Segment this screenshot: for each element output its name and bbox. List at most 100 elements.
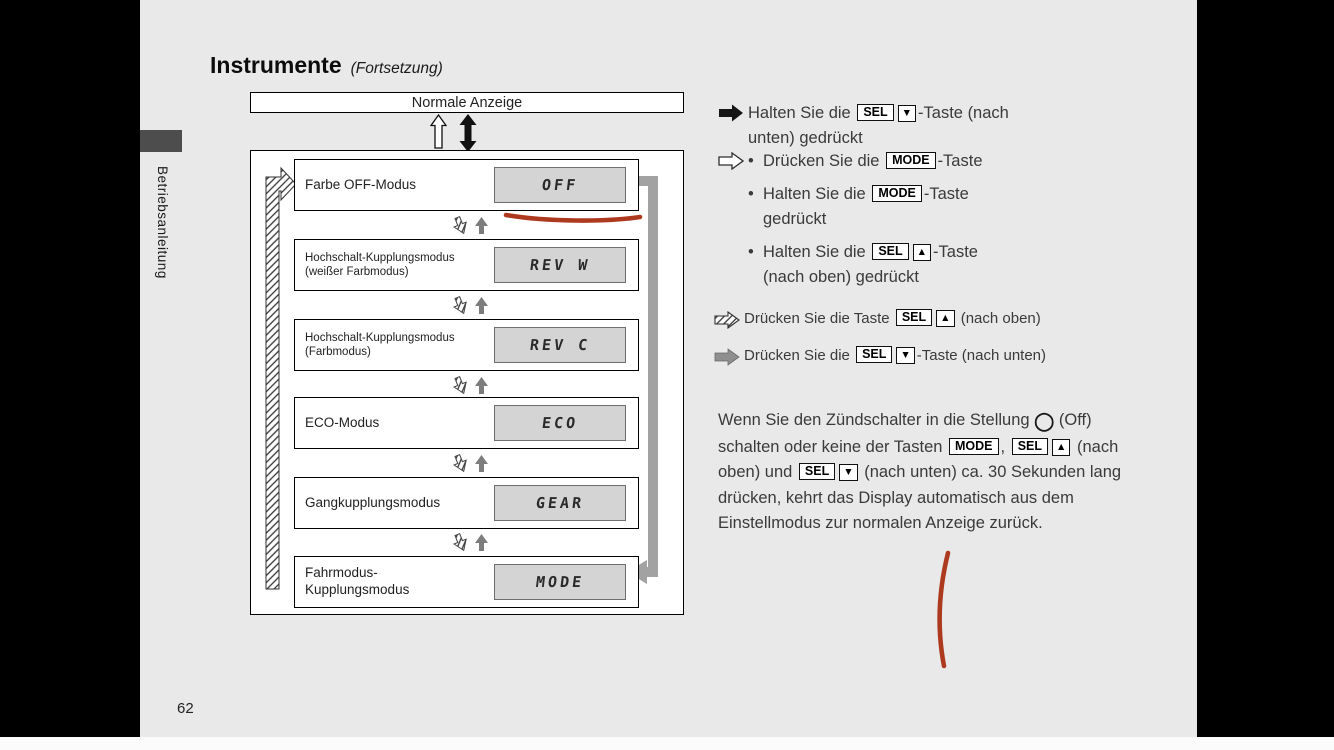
mode-display-text: GEAR xyxy=(534,494,586,512)
timeout-paragraph: Wenn Sie den Zündschalter in die Stellun… xyxy=(718,408,1156,537)
mode-button: MODE xyxy=(886,152,936,169)
legend-press-down: Drücken Sie die SEL▼-Taste (nach unten) xyxy=(714,345,1046,371)
gray-up-arrow-icon xyxy=(475,533,488,551)
mode-label-line2: (weißer Farbmodus) xyxy=(305,266,409,278)
mode-cycle-frame: Farbe OFF-Modus OFF Hochschalt-Kupplungs… xyxy=(250,150,684,615)
text-segment: -Taste (nach unten) gedrückt xyxy=(748,104,1009,147)
mode-row-gear: Gangkupplungsmodus GEAR xyxy=(294,477,639,529)
gray-up-arrow-icon xyxy=(475,454,488,472)
text-segment: Drücken Sie die Taste xyxy=(744,310,894,327)
mode-row-eco: ECO-Modus ECO xyxy=(294,397,639,449)
up-triangle-button: ▲ xyxy=(912,244,932,261)
mode-label-line1: Farbe OFF-Modus xyxy=(305,176,417,192)
mode-label: Fahrmodus- Kupplungsmodus xyxy=(295,565,494,599)
bullet-list: Drücken Sie die MODE-Taste Halten Sie di… xyxy=(748,149,1003,298)
row-transition-arrows xyxy=(447,529,495,555)
gray-right-arrow-icon xyxy=(714,348,744,371)
text-segment: Drücken Sie die xyxy=(744,347,855,364)
mode-display-text: MODE xyxy=(534,573,586,591)
sel-button: SEL xyxy=(856,346,893,363)
mode-label-line1: Fahrmodus- xyxy=(305,565,378,581)
instruction-hold-sel-down: Halten Sie die SEL▼-Taste (nach unten) g… xyxy=(718,101,1040,151)
down-triangle-button: ▼ xyxy=(839,464,858,481)
row-transition-arrows xyxy=(447,212,495,238)
text-segment: Wenn Sie den Zündschalter in die Stellun… xyxy=(718,411,1035,429)
double-vertical-arrow-icon xyxy=(459,114,477,152)
mode-display-text: OFF xyxy=(540,176,580,194)
section-title-row: Instrumente(Fortsetzung) xyxy=(210,52,443,79)
mode-row-fahrmodus: Fahrmodus- Kupplungsmodus MODE xyxy=(294,556,639,608)
mode-display: REV C xyxy=(494,327,626,363)
white-right-arrow-icon xyxy=(718,151,748,175)
mode-row-rev-color: Hochschalt-Kupplungsmodus (Farbmodus) RE… xyxy=(294,319,639,371)
frame-flow-arrows xyxy=(265,166,658,590)
mode-display: MODE xyxy=(494,564,626,600)
instruction-group-white-arrow: Drücken Sie die MODE-Taste Halten Sie di… xyxy=(718,149,1003,298)
chapter-label: Betriebsanleitung xyxy=(155,166,170,279)
mode-label: Gangkupplungsmodus xyxy=(295,495,494,512)
mode-display: OFF xyxy=(494,167,626,203)
mode-label: Farbe OFF-Modus xyxy=(295,177,494,194)
bottom-strip xyxy=(0,737,1334,750)
hatched-right-arrow-icon xyxy=(714,310,744,334)
chapter-tab xyxy=(140,130,182,152)
hatched-down-arrow-icon xyxy=(453,453,467,472)
text-segment: -Taste gedrückt xyxy=(763,185,969,228)
row-transition-arrows xyxy=(447,292,495,318)
page-number: 62 xyxy=(177,700,194,717)
mode-label-line2: Kupplungsmodus xyxy=(305,582,410,597)
text-segment: Halten Sie die xyxy=(763,243,871,261)
mode-row-rev-white: Hochschalt-Kupplungsmodus (weißer Farbmo… xyxy=(294,239,639,291)
mode-display: REV W xyxy=(494,247,626,283)
mode-display-text: REV W xyxy=(528,256,592,274)
legend-text: Drücken Sie die Taste SEL▲ (nach oben) xyxy=(744,308,1041,330)
mode-button: MODE xyxy=(949,437,999,455)
sel-button: SEL xyxy=(857,104,894,121)
text-segment: -Taste (nach unten) xyxy=(916,347,1047,364)
mode-label: Hochschalt-Kupplungsmodus (weißer Farbmo… xyxy=(295,251,494,280)
mode-label-line1: Hochschalt-Kupplungsmodus xyxy=(305,331,455,344)
outline-up-arrow-icon xyxy=(430,114,447,149)
hatched-down-arrow-icon xyxy=(453,215,467,234)
down-triangle-button: ▼ xyxy=(897,105,917,122)
hatched-down-arrow-icon xyxy=(453,532,467,551)
mode-label-line1: Gangkupplungsmodus xyxy=(305,494,441,510)
text-segment: Halten Sie die xyxy=(763,185,871,203)
mode-display: GEAR xyxy=(494,485,626,521)
top-transition-arrows xyxy=(430,114,490,152)
text-segment: (nach oben) und xyxy=(718,437,1119,482)
mode-label: Hochschalt-Kupplungsmodus (Farbmodus) xyxy=(295,331,494,360)
gray-up-arrow-icon xyxy=(475,216,488,234)
ignition-off-icon: ◯ xyxy=(1034,411,1055,431)
text-segment: , xyxy=(1000,437,1010,456)
mode-display-text: REV C xyxy=(528,336,592,354)
text-segment: -Taste xyxy=(937,152,983,170)
sel-button: SEL xyxy=(798,463,836,480)
legend-text: Drücken Sie die SEL▼-Taste (nach unten) xyxy=(744,345,1046,367)
text-segment: (nach unten) ca. 30 Sekunden lang drücke… xyxy=(718,463,1122,532)
mode-display-text: ECO xyxy=(540,414,580,432)
text-segment: Drücken Sie die xyxy=(763,152,885,170)
up-triangle-button: ▲ xyxy=(936,310,955,327)
sel-button: SEL xyxy=(1011,437,1048,455)
mode-row-farbe-off: Farbe OFF-Modus OFF xyxy=(294,159,639,211)
sel-button: SEL xyxy=(872,243,909,260)
legend-press-up: Drücken Sie die Taste SEL▲ (nach oben) xyxy=(714,308,1041,334)
bullet-press-mode: Drücken Sie die MODE-Taste xyxy=(748,149,1003,174)
up-triangle-button: ▲ xyxy=(1052,438,1071,456)
bullet-hold-mode: Halten Sie die MODE-Taste gedrückt xyxy=(748,182,1003,232)
down-triangle-button: ▼ xyxy=(896,347,915,364)
gray-up-arrow-icon xyxy=(475,296,488,314)
hatched-down-arrow-icon xyxy=(453,375,467,394)
mode-label-line1: Hochschalt-Kupplungsmodus xyxy=(305,251,455,264)
hatched-down-arrow-icon xyxy=(453,295,467,314)
row-transition-arrows xyxy=(447,372,495,398)
mode-label-line1: ECO-Modus xyxy=(305,414,380,430)
mode-label-line2: (Farbmodus) xyxy=(305,346,371,358)
text-segment: (nach oben) xyxy=(956,310,1041,327)
left-black-bar xyxy=(0,0,140,737)
sel-button: SEL xyxy=(895,309,933,326)
text-segment: Halten Sie die xyxy=(748,104,856,122)
bullet-hold-sel-up: Halten Sie die SEL▲-Taste (nach oben) ge… xyxy=(748,240,1003,290)
